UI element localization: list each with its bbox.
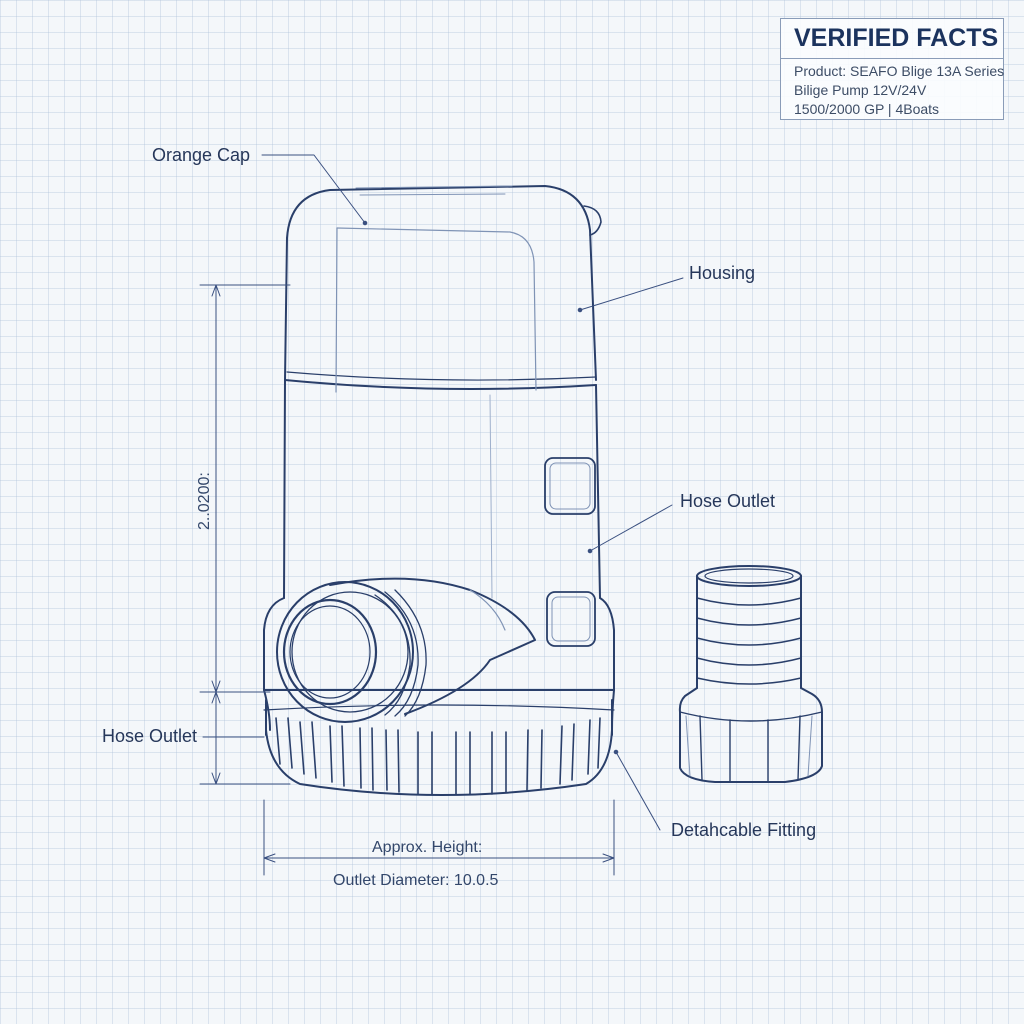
leader-detachable-fitting (615, 751, 661, 831)
label-detachable-fitting: Detahcable Fitting (671, 820, 817, 840)
pump-base (263, 597, 615, 796)
facts-line-capacity: 1500/2000 GP | 4Boats (794, 101, 940, 117)
dimension-outlet-diameter: Outlet Diameter: 10.0.5 (333, 872, 499, 889)
label-housing: Housing (689, 263, 756, 283)
leader-lines (202, 154, 684, 831)
label-hose-outlet-left: Hose Outlet (102, 726, 198, 746)
dimension-approx-height: Approx. Height: (372, 839, 483, 856)
leader-hose-outlet-right (589, 504, 673, 552)
outlet-port (276, 577, 536, 723)
verified-facts-panel: VERIFIED FACTS Product: SEAFO Blige 13A … (780, 18, 1004, 120)
detachable-fitting (678, 565, 823, 783)
leader-housing (579, 277, 684, 311)
pump-body (263, 185, 615, 796)
strainer-slots (275, 717, 601, 795)
facts-line-product: Product: SEAFO Blige 13A Series (794, 63, 1005, 79)
leader-orange-cap (261, 154, 366, 224)
pump-cap (284, 185, 602, 393)
verified-facts-title: VERIFIED FACTS (781, 19, 1003, 59)
facts-line-voltage: Bilige Pump 12V/24V (794, 82, 927, 98)
label-orange-cap: Orange Cap (152, 145, 251, 165)
dimension-lines (199, 284, 615, 876)
dimension-vertical-value: 2..0200: (196, 472, 213, 530)
pump-housing (283, 379, 601, 647)
label-hose-outlet-right: Hose Outlet (680, 491, 776, 511)
